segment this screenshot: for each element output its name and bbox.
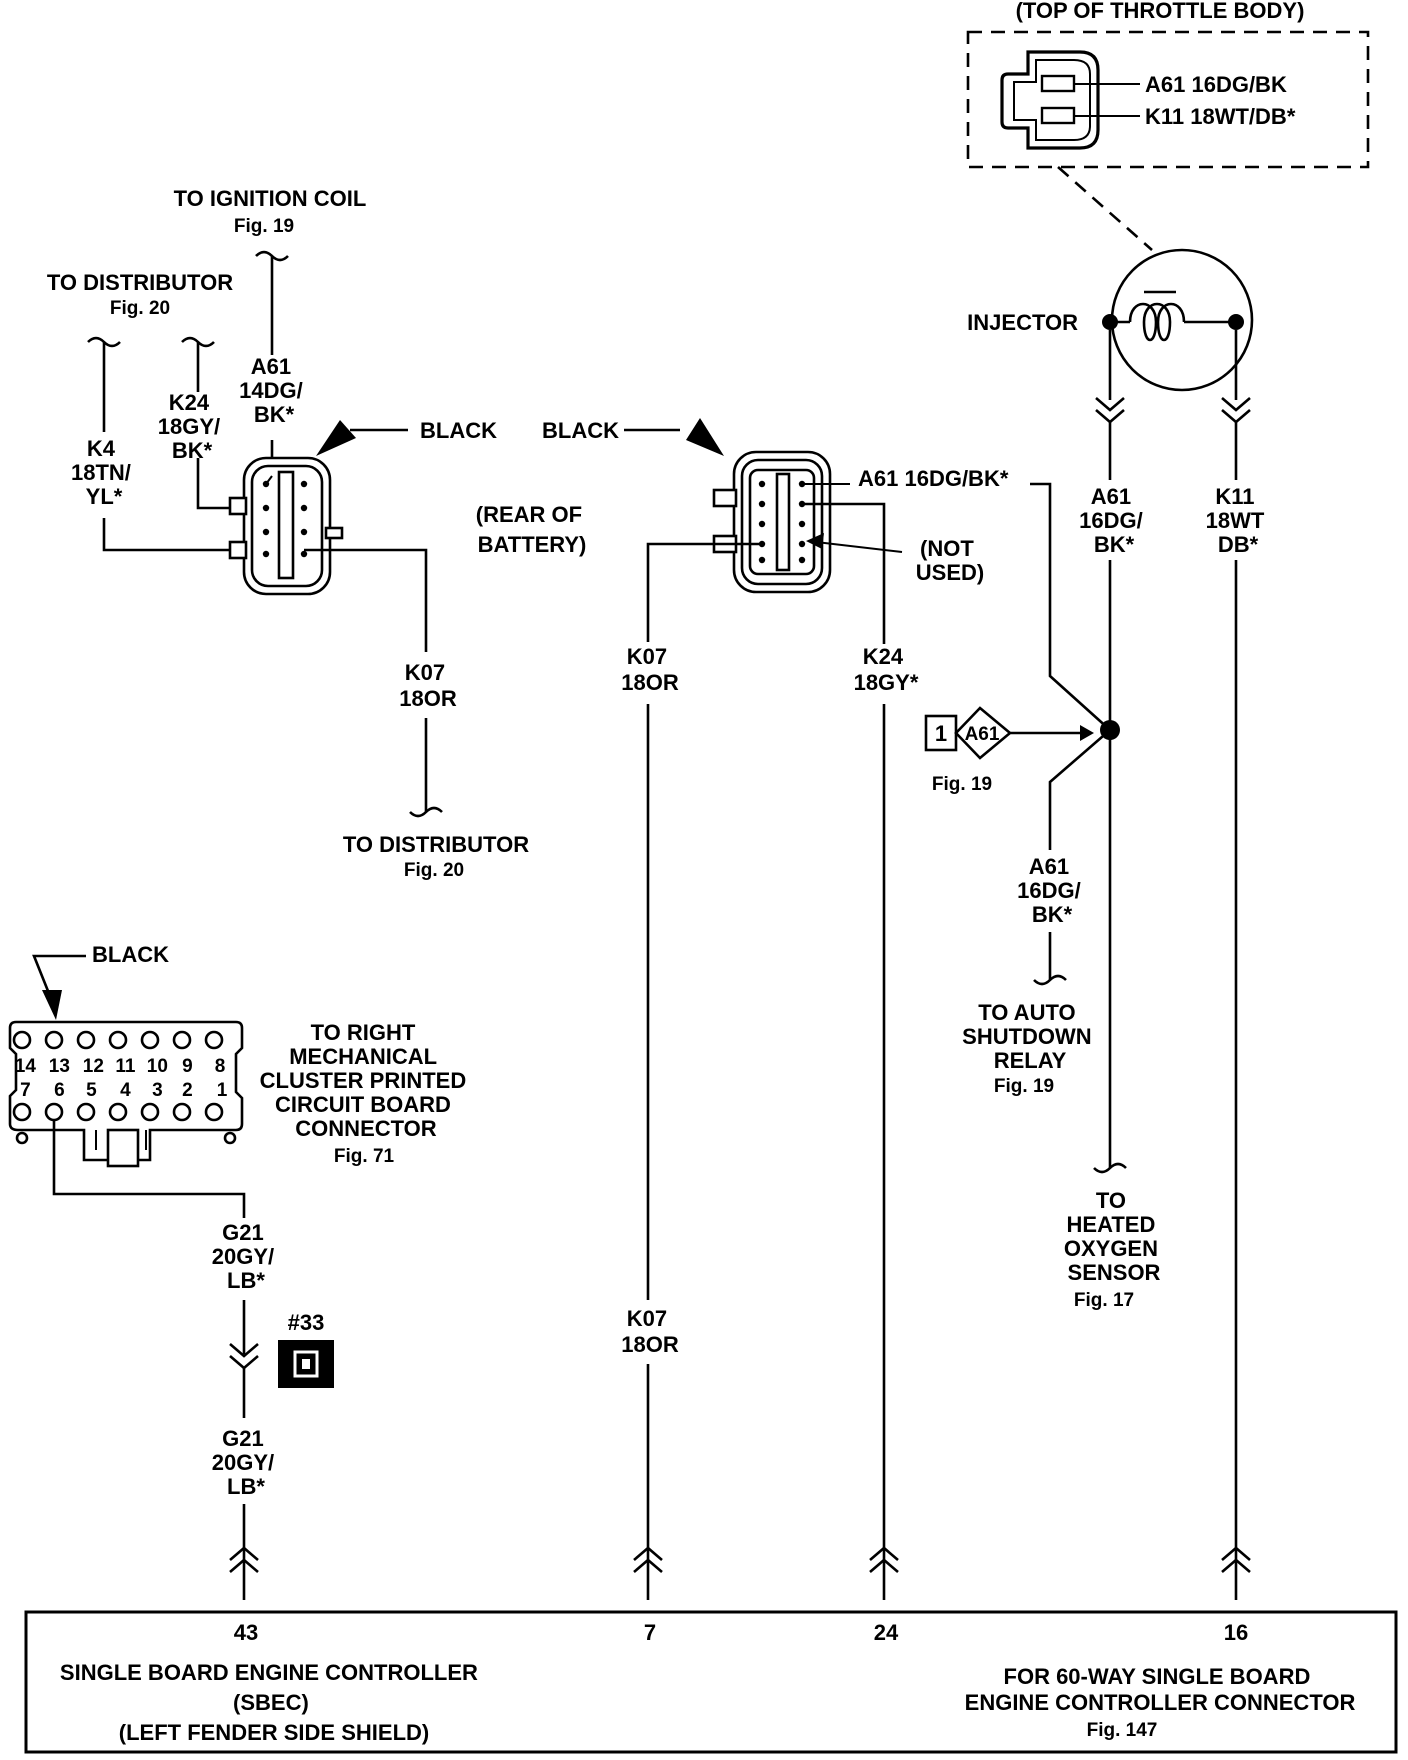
oxygen-sensor-label: TO HEATED OXYGEN SENSOR <box>1064 1188 1164 1285</box>
left-connector-key <box>277 470 295 580</box>
left-connector-pointer-arrow <box>316 420 356 456</box>
wire-a61-to-asd <box>1048 729 1111 850</box>
throttle-body-connector-shell <box>1000 50 1100 150</box>
sbec-fig: Fig. 147 <box>1087 1720 1158 1741</box>
a61-injector-wire-label: A61 16DG/ BK* <box>1079 484 1149 557</box>
cluster-connector-top-pins: 14 13 12 11 10 9 8 <box>15 1056 226 1077</box>
cluster-connector-bottom-pins: 7 6 5 4 3 2 1 <box>20 1080 228 1101</box>
asd-relay-label: TO AUTO SHUTDOWN RELAY <box>962 1000 1098 1073</box>
splice-ref-circuit: A61 <box>965 724 1000 745</box>
battery-connector-latch-a <box>712 488 738 508</box>
cluster-connector-shell <box>8 1020 244 1162</box>
distributor-bottom-reference: TO DISTRIBUTOR Fig. 20 <box>343 832 529 881</box>
sbec-pin-7: 7 <box>644 1620 656 1645</box>
wire-k07-left-upper <box>304 548 428 652</box>
sbec-name: SINGLE BOARD ENGINE CONTROLLER (SBEC) (L… <box>60 1660 484 1745</box>
wire-break-oxygen <box>1093 1162 1127 1174</box>
wire-a61-battery-to-splice <box>1030 482 1111 731</box>
ground-reference-label: #33 <box>288 1310 325 1335</box>
wire-k07-middle-upper <box>646 542 762 642</box>
ground-reference: #33 <box>278 1310 334 1388</box>
cluster-connector-key <box>106 1128 140 1168</box>
g21-lower-wire-label: G21 20GY/ LB* <box>212 1426 281 1499</box>
sbec-pin-43-connector-symbol <box>229 1546 259 1573</box>
sbec-connector-note: FOR 60-WAY SINGLE BOARD ENGINE CONTROLLE… <box>965 1664 1356 1715</box>
left-connector-latch-b <box>228 540 248 560</box>
ignition-coil-title: TO IGNITION COIL <box>174 186 367 211</box>
k24-middle-wire-label: K24 18GY* <box>854 644 919 695</box>
splice-ref-number: 1 <box>935 721 947 746</box>
injector-label: INJECTOR <box>967 310 1078 335</box>
injector-coil-symbol <box>1128 302 1186 342</box>
not-used-arrow <box>806 533 824 549</box>
k07-middle-wire-label: K07 18OR <box>621 644 679 695</box>
splice-ref-fig: Fig. 19 <box>932 774 992 795</box>
throttle-body-dashed-box <box>966 30 1370 169</box>
left-connector: BLACK <box>228 418 497 596</box>
battery-connector-pointer-arrow <box>686 418 724 456</box>
throttle-body-pin-a <box>1040 74 1076 93</box>
throttle-body-pin-a-label: A61 16DG/BK <box>1145 72 1287 97</box>
oxygen-sensor-fig: Fig. 17 <box>1074 1290 1134 1311</box>
left-connector-color-label: BLACK <box>420 418 497 443</box>
k11-injector-wire-label: K11 18WT DB* <box>1206 484 1271 557</box>
battery-connector-key <box>775 472 791 572</box>
battery-connector-a61-label: A61 16DG/BK* <box>858 466 1009 491</box>
throttle-body-connector-view: (TOP OF THROTTLE BODY) A61 16DG/BK K11 1… <box>966 0 1370 251</box>
throttle-body-title: (TOP OF THROTTLE BODY) <box>1016 0 1305 23</box>
sbec-pin-16-connector-symbol <box>1221 1546 1251 1573</box>
injector-a61-connector-symbol <box>1095 397 1125 424</box>
ignition-coil-fig: Fig. 19 <box>234 216 294 237</box>
wire-k24-middle-upper <box>802 502 886 644</box>
sbec-pin-43: 43 <box>234 1620 258 1645</box>
left-connector-tab <box>324 526 344 540</box>
g21-upper-wire-label: G21 20GY/ LB* <box>212 1220 281 1293</box>
distributor-bottom-title: TO DISTRIBUTOR <box>343 832 529 857</box>
battery-connector: BLACK (REAR OF BATTERY) <box>476 418 832 594</box>
throttle-body-pin-b <box>1040 106 1076 125</box>
injector-k11-connector-symbol <box>1221 397 1251 424</box>
k24-left-wire-label: K24 18GY/ BK* <box>158 390 227 463</box>
distributor-bottom-fig: Fig. 20 <box>404 860 464 881</box>
wire-break-distributor-bottom <box>409 806 443 818</box>
cluster-connector-pointer <box>32 954 86 997</box>
wire-k4-lower <box>102 518 248 552</box>
battery-connector-location: (REAR OF BATTERY) <box>476 502 588 557</box>
k07-left-wire-label: K07 18OR <box>399 660 457 711</box>
sbec-controller: 43 7 24 16 SINGLE BOARD ENGINE CONTROLLE… <box>24 1610 1398 1754</box>
k07-lower-wire-label: K07 18OR <box>621 1306 679 1357</box>
throttle-body-connector-inner <box>1013 59 1091 141</box>
sbec-box <box>24 1610 1398 1754</box>
asd-relay-fig: Fig. 19 <box>994 1076 1054 1097</box>
sbec-pin-16: 16 <box>1224 1620 1248 1645</box>
ignition-coil-reference: TO IGNITION COIL Fig. 19 <box>174 186 367 237</box>
not-used-label: (NOT USED) <box>916 536 984 585</box>
not-used-leader <box>815 541 903 553</box>
injector: INJECTOR <box>967 248 1254 392</box>
distributor-top-title: TO DISTRIBUTOR <box>47 270 233 295</box>
sbec-pin-24: 24 <box>874 1620 899 1645</box>
sbec-pin-24-connector-symbol <box>869 1546 899 1573</box>
a61-lower-wire-label: A61 16DG/ BK* <box>1017 854 1087 927</box>
wire-break-asd <box>1033 974 1067 986</box>
k4-wire-label: K4 18TN/ YL* <box>71 436 137 509</box>
throttle-body-dashed-link <box>1057 166 1153 251</box>
distributor-top-fig: Fig. 20 <box>110 298 170 319</box>
throttle-body-pin-b-label: K11 18WT/DB* <box>1145 104 1296 129</box>
cluster-connector-fig: Fig. 71 <box>334 1146 395 1167</box>
cluster-connector: BLACK 14 13 12 11 10 9 8 7 <box>8 942 244 1168</box>
sbec-pin-7-connector-symbol <box>633 1546 663 1573</box>
distributor-top-reference: TO DISTRIBUTOR Fig. 20 <box>47 270 233 319</box>
a61-left-wire-label: A61 14DG/ BK* <box>239 354 309 427</box>
cluster-connector-color-label: BLACK <box>92 942 169 967</box>
splice-reference: 1 A61 Fig. 19 <box>924 706 1094 795</box>
left-connector-latch-a <box>228 496 248 516</box>
battery-connector-color-label: BLACK <box>542 418 619 443</box>
wire-g21-upper <box>52 1120 246 1218</box>
splice-ref-box <box>924 714 958 752</box>
cluster-connector-title: TO RIGHT MECHANICAL CLUSTER PRINTED CIRC… <box>260 1020 473 1141</box>
